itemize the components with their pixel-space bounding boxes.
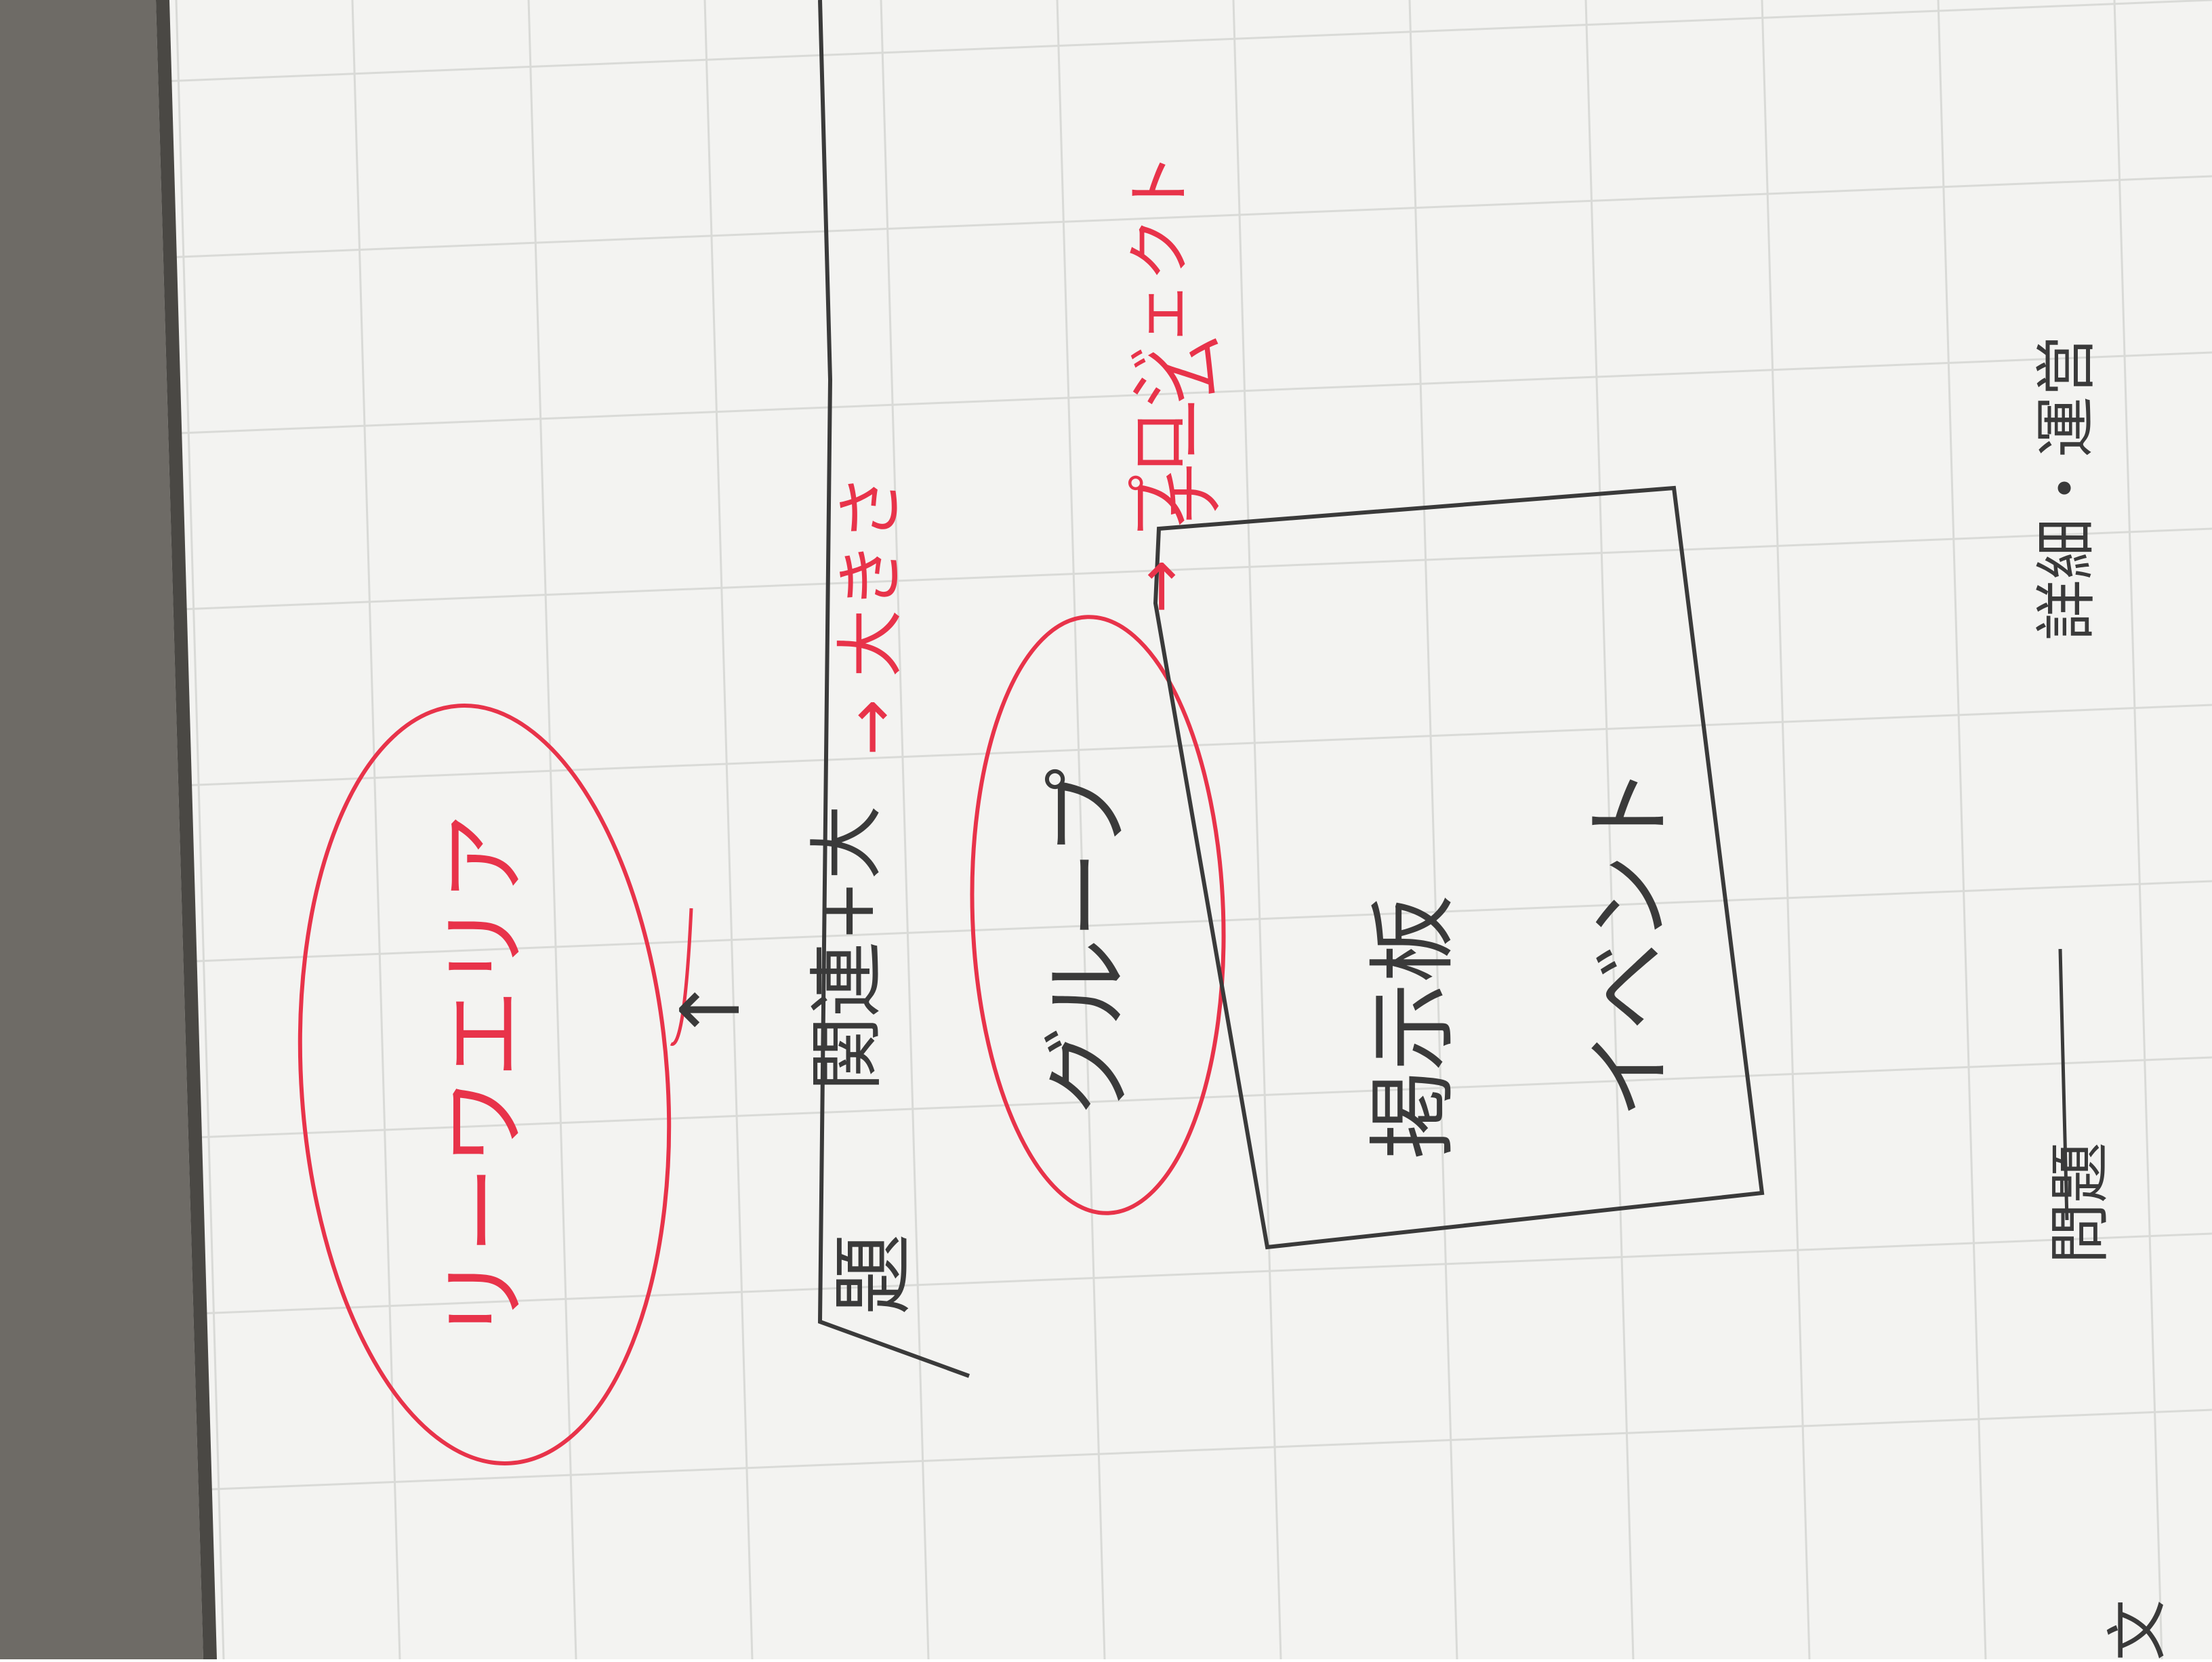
right-note-problem: 問題 bbox=[2045, 1142, 2116, 1264]
black-box bbox=[1153, 485, 1765, 1250]
bottom-note: 文 bbox=[2102, 1600, 2173, 1661]
board-frame-edge bbox=[156, 0, 217, 1659]
red-ellipse-title bbox=[298, 704, 672, 1465]
red-note-team: チーム bbox=[1157, 333, 1231, 525]
red-arrow-note1: → 大きさ bbox=[831, 474, 910, 756]
box-line-bulletin: 掲示板 bbox=[1361, 894, 1465, 1159]
black-bracket-line bbox=[817, 0, 970, 1378]
black-right-line bbox=[2058, 948, 2069, 1221]
note-line1-a: 題 bbox=[827, 1234, 921, 1315]
right-note-operation: 詳細・運営 bbox=[2031, 336, 2102, 641]
arrow-up-mark: ↑ bbox=[664, 975, 758, 1044]
grid-lines bbox=[162, 0, 2212, 1660]
red-ellipse-group bbox=[970, 615, 1226, 1215]
board-frame bbox=[0, 0, 203, 1659]
note-line1-b: 関連+大 bbox=[804, 805, 890, 1091]
circled-group-label: グループ bbox=[1036, 767, 1139, 1115]
box-line-event: イベント bbox=[1578, 765, 1681, 1118]
red-arrow-stroke bbox=[670, 908, 693, 1046]
red-circled-title: リーワエリア bbox=[433, 813, 536, 1342]
